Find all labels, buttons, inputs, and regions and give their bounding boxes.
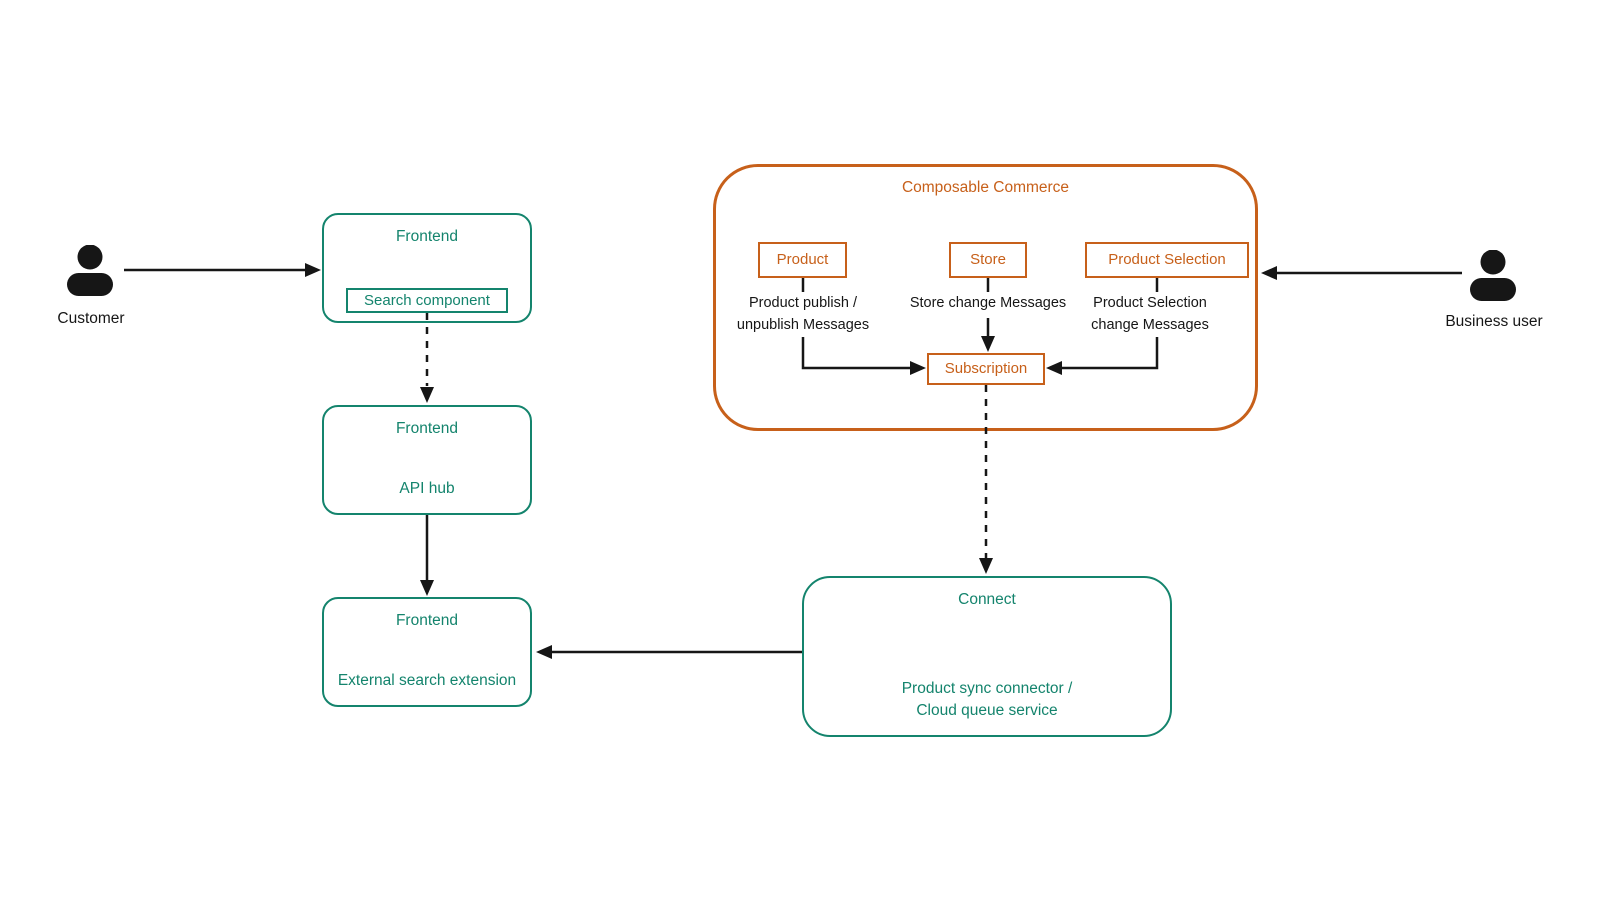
- product-selection-node: Product Selection: [1085, 242, 1249, 278]
- arrow-search-component-to-api-hub: [420, 313, 434, 403]
- connect-subtitle-line2: Cloud queue service: [916, 702, 1058, 719]
- store-change-messages-label: Store change Messages: [909, 295, 1067, 311]
- composable-commerce-title: Composable Commerce: [901, 179, 1070, 196]
- connect-title: Connect: [958, 591, 1016, 608]
- frontend-external-search-node: Frontend External search extension: [322, 597, 532, 707]
- arrow-business-user-to-commerce: [1261, 266, 1462, 280]
- product-publish-messages-line2: unpublish Messages: [736, 317, 870, 333]
- customer-label: Customer: [57, 310, 125, 327]
- frontend-api-hub-title: Frontend: [395, 420, 459, 437]
- connect-node: Connect Product sync connector / Cloud q…: [802, 576, 1172, 737]
- arrow-api-hub-to-external-search: [420, 515, 434, 596]
- arrow-connect-to-external-search: [536, 645, 802, 659]
- store-node: Store: [949, 242, 1027, 278]
- product-publish-messages-line1: Product publish /: [748, 295, 857, 311]
- product-selection-change-messages-line1: Product Selection: [1093, 295, 1207, 311]
- api-hub-label: API hub: [399, 480, 455, 497]
- business-user-label: Business user: [1445, 313, 1543, 330]
- connect-subtitle: Product sync connector / Cloud queue ser…: [804, 678, 1170, 722]
- frontend-api-hub-node: Frontend API hub: [322, 405, 532, 515]
- frontend-external-search-title: Frontend: [395, 612, 459, 629]
- product-selection-change-messages-label: Product Selection change Messages: [1060, 292, 1240, 336]
- external-search-extension-label: External search extension: [337, 672, 517, 689]
- arrow-customer-to-frontend: [124, 263, 321, 277]
- product-selection-change-messages-line2: change Messages: [1091, 317, 1209, 333]
- connect-subtitle-line1: Product sync connector /: [901, 680, 1073, 697]
- subscription-node: Subscription: [927, 353, 1045, 385]
- customer-person-icon: [67, 245, 113, 296]
- product-publish-messages-label: Product publish / unpublish Messages: [713, 292, 893, 336]
- frontend-search-title: Frontend: [395, 228, 459, 245]
- business-user-person-icon: [1470, 250, 1516, 301]
- search-component-node: Search component: [346, 288, 508, 313]
- product-node: Product: [758, 242, 847, 278]
